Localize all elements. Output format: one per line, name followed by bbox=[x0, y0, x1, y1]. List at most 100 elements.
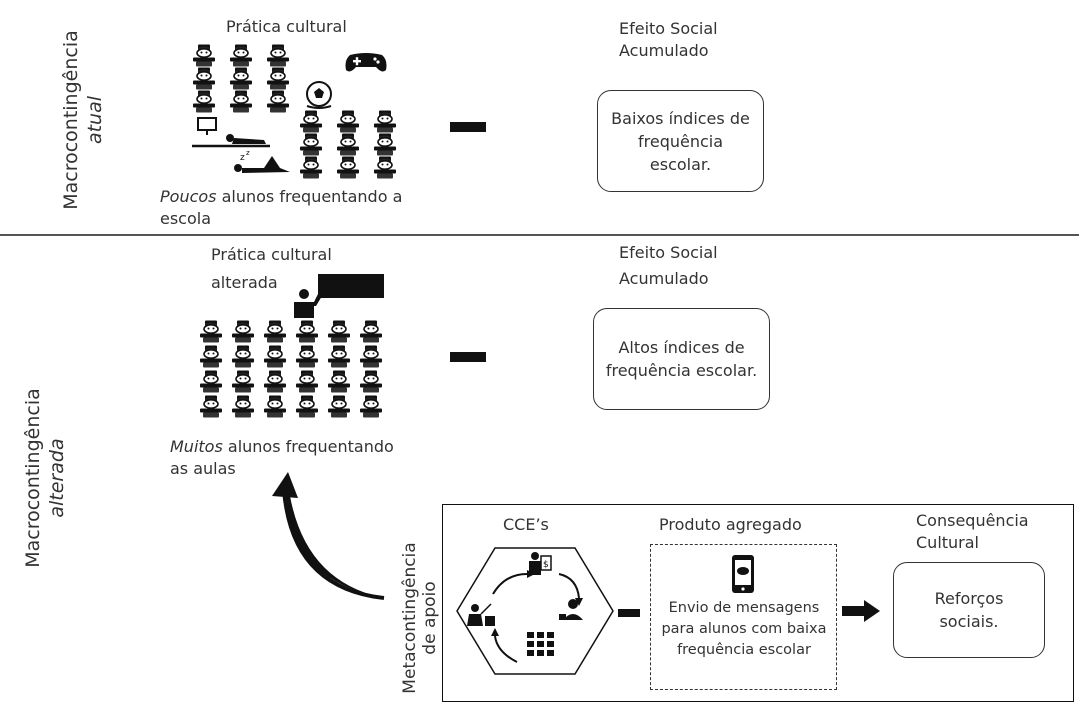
student-icon bbox=[188, 44, 220, 67]
user-icon bbox=[559, 599, 583, 620]
student-icon bbox=[332, 110, 364, 133]
student-icon bbox=[188, 90, 220, 113]
svg-text:$: $ bbox=[543, 560, 549, 570]
macro-atual-label: Macrocontingência atual bbox=[59, 15, 107, 225]
caption-bottom: Muitos alunos frequentando as aulas bbox=[170, 436, 430, 480]
student-icon bbox=[369, 156, 401, 179]
side-label-line1: Macrocontingência bbox=[60, 30, 82, 210]
student-icon bbox=[225, 90, 257, 113]
effect-title-top: Efeito Social Acumulado bbox=[619, 18, 759, 62]
student-icon bbox=[195, 320, 227, 343]
caption-italic: Poucos bbox=[160, 187, 217, 206]
student-icon bbox=[323, 320, 355, 343]
dash-connector bbox=[450, 122, 486, 132]
side-label-line2: de apoio bbox=[420, 581, 440, 655]
cce-title: CCE’s bbox=[503, 515, 549, 534]
student-grid-bottom bbox=[195, 320, 387, 418]
effect-box-top: Baixos índices de frequência escolar. bbox=[597, 90, 764, 192]
student-icon bbox=[227, 320, 259, 343]
student-icon bbox=[323, 345, 355, 368]
student-icon bbox=[195, 370, 227, 393]
caption-rest: alunos frequentando a escola bbox=[160, 187, 403, 228]
student-icon bbox=[355, 395, 387, 418]
tv-lying-person-icon bbox=[192, 117, 270, 148]
student-icon bbox=[259, 345, 291, 368]
teacher-icon bbox=[467, 603, 495, 626]
student-icon bbox=[195, 395, 227, 418]
student-icon bbox=[291, 345, 323, 368]
student-icon bbox=[369, 133, 401, 156]
student-icon bbox=[295, 133, 327, 156]
practice-title-bottom: Prática cultural alterada bbox=[211, 244, 332, 294]
soccer-ball-icon bbox=[306, 81, 332, 109]
side-label-line1: Macrocontingência bbox=[22, 388, 44, 568]
gamepad-icon bbox=[345, 53, 387, 72]
practice-title-top: Prática cultural bbox=[226, 17, 347, 36]
student-grid-top-left bbox=[188, 44, 299, 113]
student-icon bbox=[262, 44, 294, 67]
student-icon bbox=[291, 370, 323, 393]
product-box bbox=[650, 544, 837, 690]
student-icon bbox=[369, 110, 401, 133]
student-icon bbox=[355, 345, 387, 368]
caption-rest-2: as aulas bbox=[170, 459, 236, 478]
student-icon bbox=[291, 320, 323, 343]
side-label-line2: alterada bbox=[46, 438, 68, 518]
student-icon bbox=[323, 370, 355, 393]
side-label-line2: atual bbox=[84, 95, 106, 145]
cce-hexagon: $ bbox=[456, 547, 614, 675]
dash-connector bbox=[618, 609, 640, 617]
curved-arrow-icon bbox=[272, 472, 385, 600]
effect-title-line2: Acumulado bbox=[619, 41, 709, 60]
svg-text:z: z bbox=[246, 149, 250, 157]
student-icon bbox=[323, 395, 355, 418]
consequence-box: Reforços sociais. bbox=[893, 562, 1045, 658]
svg-text:z: z bbox=[240, 153, 245, 163]
dash-connector bbox=[450, 352, 486, 362]
side-label-line1: Metacontingência bbox=[400, 542, 420, 694]
arrow-right-icon bbox=[842, 600, 880, 622]
meta-label: Metacontingência de apoio bbox=[400, 528, 440, 708]
effect-title-line1: Efeito Social bbox=[619, 19, 718, 38]
student-icon bbox=[291, 395, 323, 418]
student-icon bbox=[295, 156, 327, 179]
student-icon bbox=[259, 370, 291, 393]
consequence-title: Consequência Cultural bbox=[916, 510, 1066, 554]
student-icon bbox=[259, 320, 291, 343]
section-divider bbox=[0, 234, 1079, 236]
effect-title-line2: Acumulado bbox=[619, 269, 709, 288]
practice-title-line2: alterada bbox=[211, 273, 278, 292]
practice-title-line1: Prática cultural bbox=[211, 245, 332, 264]
caption-rest-1: alunos frequentando bbox=[222, 437, 394, 456]
student-icon bbox=[227, 395, 259, 418]
metacontingency-panel bbox=[442, 504, 1074, 702]
effect-title-line1: Efeito Social bbox=[619, 243, 718, 262]
effect-title-bottom: Efeito Social Acumulado bbox=[619, 242, 759, 290]
student-icon bbox=[355, 370, 387, 393]
product-title: Produto agregado bbox=[659, 515, 802, 534]
student-icon bbox=[188, 67, 220, 90]
student-icon bbox=[227, 370, 259, 393]
student-icon bbox=[195, 345, 227, 368]
product-text: Envio de mensagens para alunos com baixa… bbox=[661, 600, 827, 658]
money-person-icon: $ bbox=[529, 552, 552, 575]
consequence-title-line2: Cultural bbox=[916, 533, 979, 552]
caption-top: Poucos alunos frequentando a escola bbox=[160, 186, 420, 230]
macro-alterada-label: Macrocontingência alterada bbox=[21, 378, 69, 578]
student-icon bbox=[225, 44, 257, 67]
student-icon bbox=[332, 133, 364, 156]
consequence-title-line1: Consequência bbox=[916, 511, 1029, 530]
teacher-board-icon bbox=[294, 274, 384, 318]
student-icon bbox=[225, 67, 257, 90]
student-icon bbox=[262, 90, 294, 113]
student-icon bbox=[259, 395, 291, 418]
student-icon bbox=[262, 67, 294, 90]
smartphone-icon bbox=[732, 555, 754, 593]
small-students-icon bbox=[527, 632, 554, 656]
student-icon bbox=[227, 345, 259, 368]
student-icon bbox=[332, 156, 364, 179]
student-grid-top-right bbox=[295, 110, 406, 179]
caption-italic: Muitos bbox=[170, 437, 223, 456]
student-icon bbox=[355, 320, 387, 343]
student-icon bbox=[295, 110, 327, 133]
